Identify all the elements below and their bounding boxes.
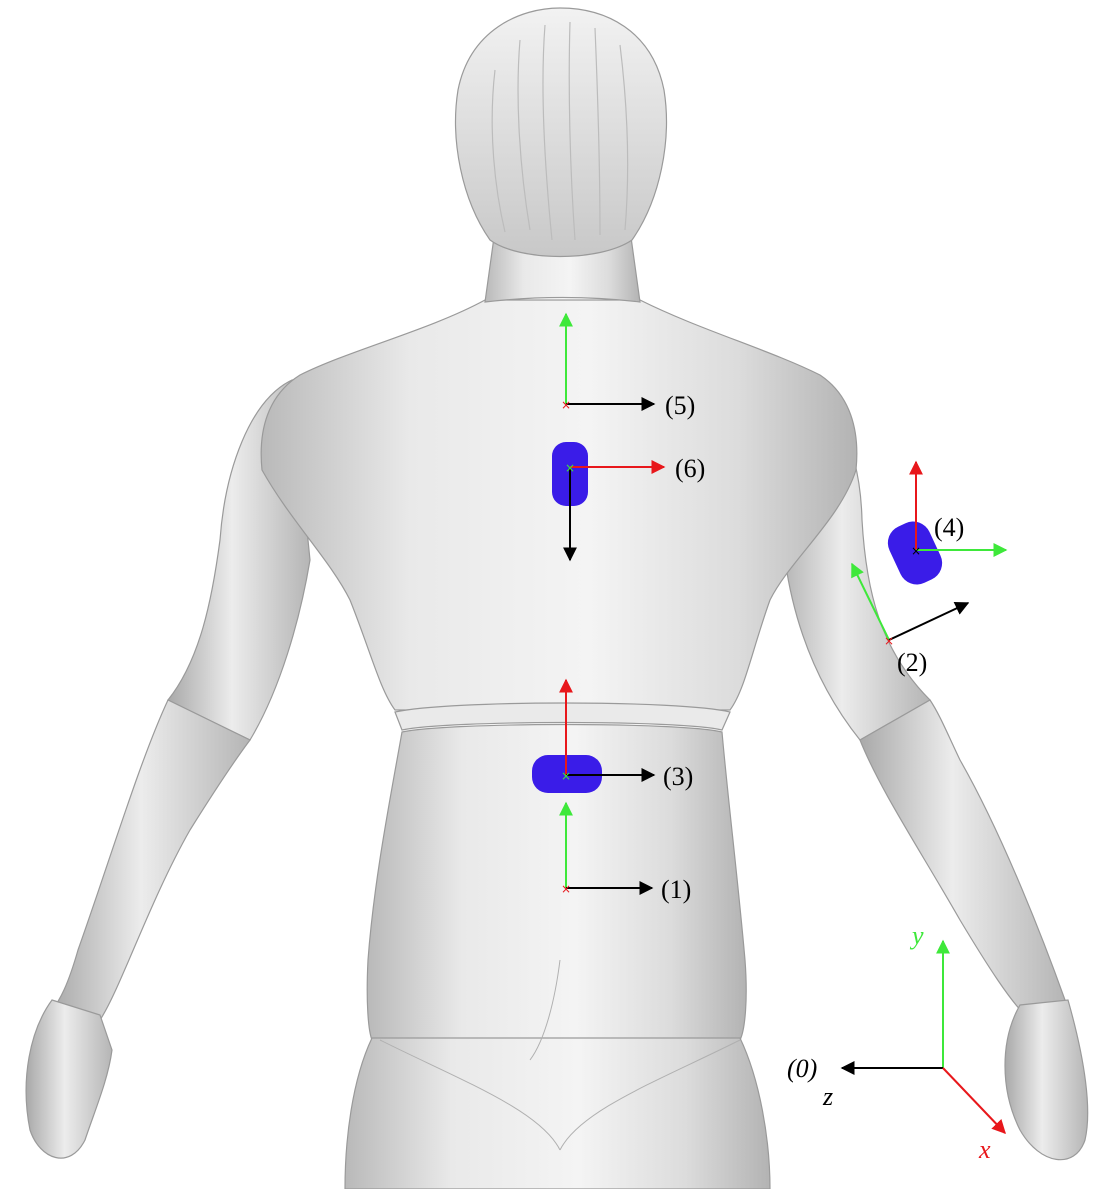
left-forearm xyxy=(52,700,250,1020)
upper-torso xyxy=(261,300,857,710)
svg-text:×: × xyxy=(561,398,571,412)
left-hand xyxy=(26,1000,112,1158)
svg-text:×: × xyxy=(884,634,894,648)
right-hand xyxy=(1005,1000,1088,1160)
frame-label-2: (2) xyxy=(897,648,927,677)
world-frame-label: (0) xyxy=(787,1054,817,1083)
world-axis-y-label: y xyxy=(909,921,924,950)
frame-label-6: (6) xyxy=(675,454,705,483)
pelvis xyxy=(345,1038,770,1189)
world-axis-x-label: x xyxy=(978,1135,991,1164)
right-forearm xyxy=(860,700,1065,1015)
frame-label-3: (3) xyxy=(663,762,693,791)
head-hair xyxy=(456,8,667,257)
svg-text:×: × xyxy=(911,544,921,558)
human-back-figure xyxy=(26,8,1088,1189)
frame-label-4: (4) xyxy=(934,513,964,542)
svg-text:×: × xyxy=(561,882,571,896)
frame-label-1: (1) xyxy=(661,875,691,904)
svg-text:×: × xyxy=(565,461,575,475)
frame-label-5: (5) xyxy=(665,391,695,420)
svg-text:×: × xyxy=(561,769,571,783)
world-frame-0 xyxy=(842,941,1005,1133)
world-axis-z-label: z xyxy=(822,1082,833,1111)
